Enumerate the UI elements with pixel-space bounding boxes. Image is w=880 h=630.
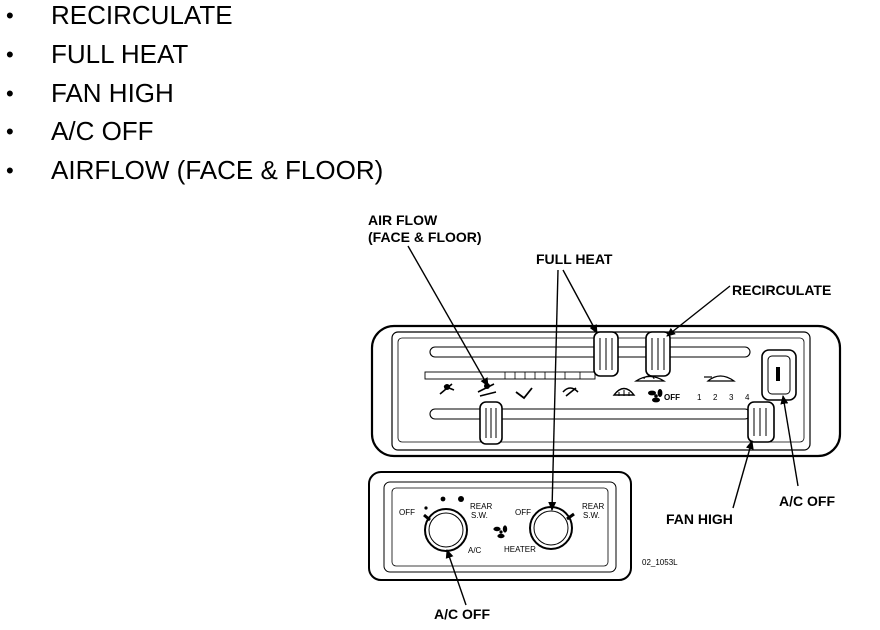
airflow-callout-line1: AIR FLOW [368, 212, 438, 228]
temperature-lever[interactable] [593, 331, 619, 377]
fan-high-arrow [732, 440, 754, 509]
fan-off-label: OFF [664, 393, 680, 402]
leader-arrows [407, 245, 799, 606]
recirculate-callout: RECIRCULATE [732, 282, 832, 298]
bullet-fan-high: • FAN HIGH [0, 78, 480, 114]
bullet-dot: • [6, 81, 14, 106]
full-heat-rear-arrow [548, 269, 559, 511]
ac-indicator-light [776, 367, 780, 381]
bullet-dot: • [6, 158, 14, 183]
ac-off-right-callout: A/C OFF [779, 493, 835, 509]
speed-dot [424, 506, 428, 510]
bullet-dot: • [6, 3, 14, 28]
rear-left-rear-label: REAR [470, 502, 492, 511]
rear-right-off-label: OFF [515, 508, 531, 517]
full-heat-callout: FULL HEAT [536, 251, 613, 267]
bullet-dot: • [6, 42, 14, 67]
speed-dot [440, 496, 446, 502]
rear-left-sw-label: S.W. [471, 511, 488, 520]
bullet-full-heat: • FULL HEAT [0, 39, 480, 75]
rear-right-sw-label: S.W. [583, 511, 600, 520]
vent-floor-defrost-icon [562, 387, 579, 397]
vent-face-icon [439, 383, 455, 395]
recirculate-arrow [666, 285, 731, 337]
rear-right-rear-label: REAR [582, 502, 604, 511]
fan-speed-lever[interactable] [747, 401, 775, 443]
speed-dot [458, 496, 464, 502]
ac-off-bottom-arrow [445, 549, 467, 606]
ac-off-bottom-callout: A/C OFF [434, 606, 490, 622]
bullet-dot: • [6, 119, 14, 144]
ac-off-right-arrow [780, 395, 799, 487]
rear-heater-label: HEATER [504, 545, 536, 554]
recirculation-lever[interactable] [645, 331, 671, 377]
bullet-text: RECIRCULATE [51, 0, 233, 30]
bullet-text: A/C OFF [51, 116, 154, 146]
defrost-icon [612, 387, 636, 396]
bullet-ac-off: • A/C OFF [0, 116, 480, 152]
bullet-airflow: • AIRFLOW (FACE & FLOOR) [0, 155, 480, 191]
airflow-mode-lever[interactable] [479, 401, 503, 445]
rear-control-panel: OFF REAR S.W. A/C OFF REAR S.W. HEATER [368, 471, 632, 581]
fan-icon [648, 389, 663, 403]
rear-ac-knob[interactable] [423, 508, 468, 552]
airflow-callout-line2: (FACE & FLOOR) [368, 229, 482, 245]
bullet-text: AIRFLOW (FACE & FLOOR) [51, 155, 384, 185]
full-heat-arrow [562, 269, 598, 334]
airflow-arrow [407, 245, 489, 387]
fan-speed-2: 2 [713, 393, 718, 402]
bullet-text: FAN HIGH [51, 78, 174, 108]
fan-high-callout: FAN HIGH [666, 511, 733, 527]
rear-fan-icon [493, 525, 508, 539]
bullet-text: FULL HEAT [51, 39, 189, 69]
figure-id: 02_1053L [642, 558, 678, 567]
rear-left-off-label: OFF [399, 508, 415, 517]
bullet-recirculate: • RECIRCULATE [0, 0, 480, 36]
ac-button[interactable] [761, 349, 797, 401]
fan-speed-1: 1 [697, 393, 702, 402]
rear-ac-label: A/C [468, 546, 482, 555]
fan-speed-4: 4 [745, 393, 750, 402]
front-control-panel: OFF 1 2 3 4 [370, 324, 842, 458]
fan-speed-3: 3 [729, 393, 734, 402]
vent-floor-icon [515, 387, 533, 400]
fresh-air-icon [704, 375, 736, 382]
